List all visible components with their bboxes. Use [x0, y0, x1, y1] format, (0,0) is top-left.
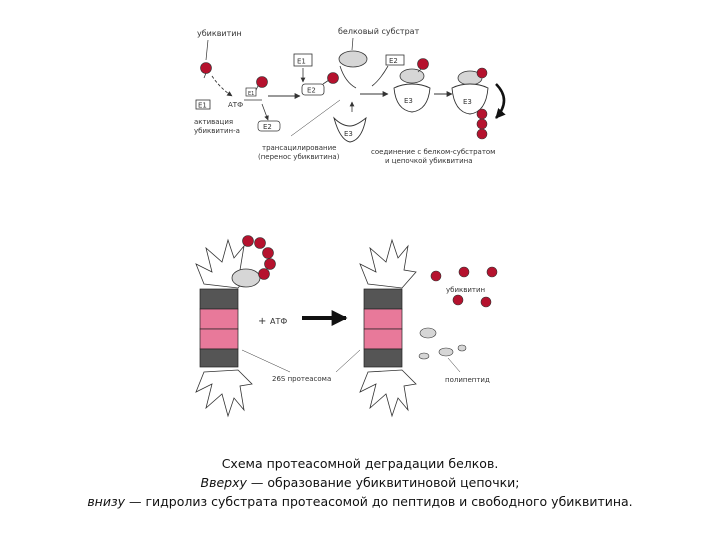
proteasome-right: [359, 238, 417, 418]
cap-bottom-left: [195, 369, 253, 418]
proteasome-diagram: убиквитин E1 АТФ E1 активация убиквитин-…: [194, 27, 506, 418]
ubiquitin-label: убиквитин: [197, 29, 242, 38]
e3-cup: E3: [333, 116, 367, 143]
cap-bottom-right: [359, 369, 417, 418]
e2-right: E2: [385, 54, 405, 66]
converge-line-left: [339, 65, 357, 89]
bound-substrate: [231, 268, 261, 288]
e1-activated: E1 АТФ E1: [195, 76, 268, 110]
peptides: [418, 327, 467, 360]
activation-arrow: [211, 75, 233, 97]
e1-center: E1: [293, 53, 313, 67]
activation-label-1: активация: [194, 118, 233, 126]
caption-bottom-text: — гидролиз субстрата протеасомой до пепт…: [125, 494, 633, 509]
e2-left: E2: [257, 120, 281, 132]
e3-complex-1: E3: [393, 58, 431, 113]
e2-left-label: E2: [263, 123, 272, 131]
proteasome-label: 26S протеасома: [272, 375, 331, 383]
substrate-shape: [338, 50, 368, 68]
proteasome-left: [195, 235, 276, 418]
caption-line-1: Схема протеасомной деградации белков.: [0, 456, 720, 471]
activation-label-2: убиквитин-а: [194, 127, 240, 135]
caption-top-word: Вверху: [200, 475, 247, 490]
caption-bottom-word: внизу: [87, 494, 126, 509]
e2-right-label: E2: [389, 57, 398, 65]
e1-small-label: E1: [248, 91, 254, 97]
proteasome-pointer-left: [241, 349, 291, 373]
transfer-label-2: (перенос убиквитина): [258, 153, 340, 161]
e1-center-label: E1: [297, 58, 306, 66]
free-ubiquitin: [430, 266, 498, 308]
cap-top-right: [359, 238, 417, 289]
polypeptide-label: полипептид: [445, 376, 490, 384]
e3-cup-label: E3: [344, 130, 353, 138]
e3-label-1: E3: [404, 97, 413, 105]
plus-sign: +: [258, 316, 266, 327]
atp-label-top: АТФ: [228, 101, 243, 109]
atp-label-bottom: АТФ: [270, 317, 287, 326]
top-scheme: убиквитин E1 АТФ E1 активация убиквитин-…: [194, 27, 506, 165]
transfer-label-1: трансацилирование: [262, 144, 336, 152]
polypeptide-pointer: [447, 357, 461, 373]
substrate-leader-line: [351, 37, 354, 51]
caption-top-text: — образование убиквитиновой цепочки;: [246, 475, 520, 490]
e2-center-label: E2: [307, 87, 316, 95]
e3-label-2: E3: [463, 98, 472, 106]
e2-down-arrow: [261, 103, 269, 121]
e2-center: E2: [301, 72, 339, 96]
proteasome-pointer-right: [335, 349, 361, 373]
ubiquitin-leader-line: [205, 39, 209, 61]
ubiquitin-ball: [200, 62, 212, 79]
transfer-pointer: [290, 99, 341, 137]
rotate-arrow: [495, 83, 506, 119]
caption-title: Схема протеасомной деградации белков.: [221, 456, 499, 471]
binding-label-1: соединение с белком-субстратом: [371, 148, 495, 156]
e1-label-left: E1: [198, 102, 207, 110]
binding-label-2: и цепочкой убиквитина: [385, 157, 473, 165]
converge-line-right: [371, 65, 389, 87]
substrate-label: белковый субстрат: [338, 27, 420, 36]
e3-complex-2: E3: [451, 67, 489, 140]
free-ubiquitin-label: убиквитин: [446, 286, 485, 294]
caption-line-3: внизу — гидролиз субстрата протеасомой д…: [0, 494, 720, 509]
caption-line-2: Вверху — образование убиквитиновой цепоч…: [0, 475, 720, 490]
bottom-scheme: + АТФ убиквитин полипепти: [195, 235, 498, 418]
